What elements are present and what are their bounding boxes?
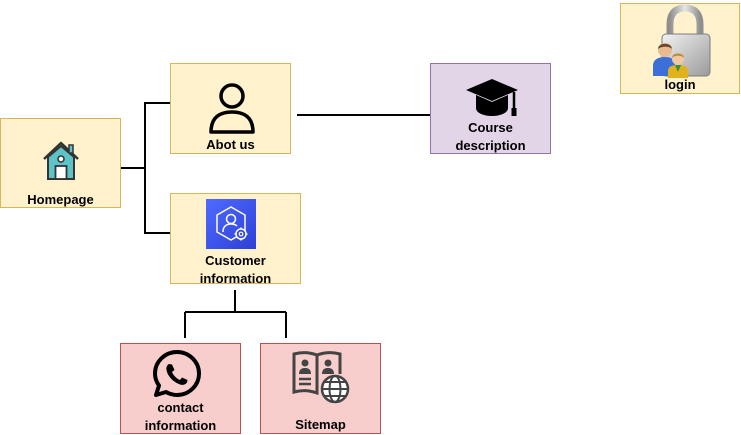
sitemap-label: Sitemap: [295, 417, 346, 432]
edge-customer-to-children: [184, 290, 287, 338]
edge-homepage-to-customer: [144, 168, 170, 234]
user-icon: [209, 83, 255, 134]
login-label: login: [664, 77, 696, 92]
sitemap-node[interactable]: Sitemap: [260, 343, 381, 434]
customer-information-node[interactable]: Customer information: [170, 193, 301, 286]
homepage-node[interactable]: Homepage: [0, 118, 121, 208]
login-node[interactable]: login: [620, 3, 740, 94]
edge-homepage-to-about: [121, 102, 170, 169]
padlock-users-icon: [653, 4, 711, 78]
course-description-label: Course description: [455, 120, 526, 153]
homepage-label: Homepage: [27, 192, 94, 207]
customer-information-label: Customer information: [199, 253, 272, 286]
course-description-node[interactable]: Course description: [430, 63, 551, 154]
house-icon: [43, 141, 79, 180]
about-us-label: Abot us: [206, 137, 255, 152]
whatsapp-icon: [153, 350, 201, 397]
user-settings-icon: [206, 199, 256, 249]
contact-information-node[interactable]: contact information: [120, 343, 241, 434]
directory-globe-icon: [292, 351, 350, 404]
contact-information-label: contact information: [144, 400, 217, 433]
graduation-cap-icon: [466, 79, 518, 116]
about-us-node[interactable]: Abot us: [170, 63, 291, 154]
